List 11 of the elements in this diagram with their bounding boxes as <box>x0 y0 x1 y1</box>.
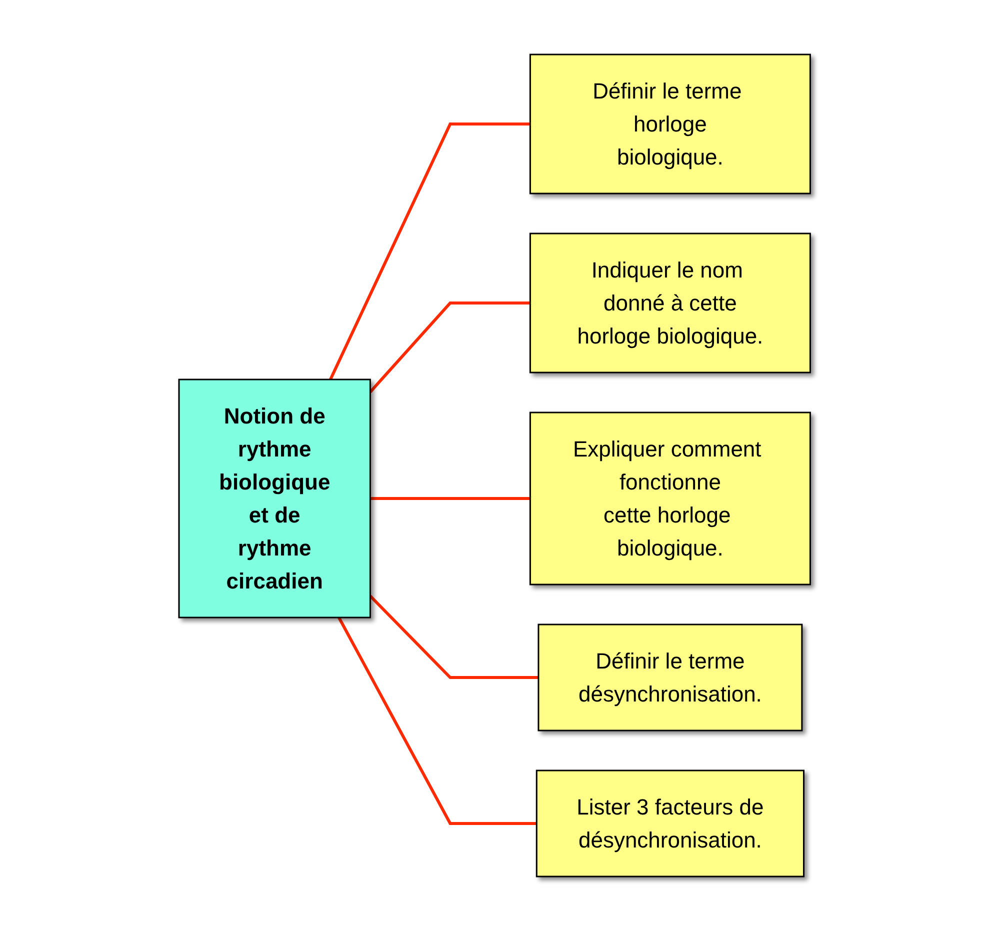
connector <box>338 616 538 825</box>
node-box: Définir le terme désynchronisation. <box>538 624 804 732</box>
connector <box>370 594 539 679</box>
node-box: Lister 3 facteurs de désynchronisation. <box>536 770 805 878</box>
node-box: Notion de rythme biologique et de rythme circadien <box>178 378 372 618</box>
node-box: Définir le terme horloge biologique. <box>530 54 812 194</box>
node-box: Expliquer comment fonctionne cette horloge biologique. <box>530 412 812 586</box>
node-box: Indiquer le nom donné à cette horloge biologique. <box>530 232 812 374</box>
connector <box>370 497 531 500</box>
connector <box>369 302 531 394</box>
connector <box>329 122 531 380</box>
